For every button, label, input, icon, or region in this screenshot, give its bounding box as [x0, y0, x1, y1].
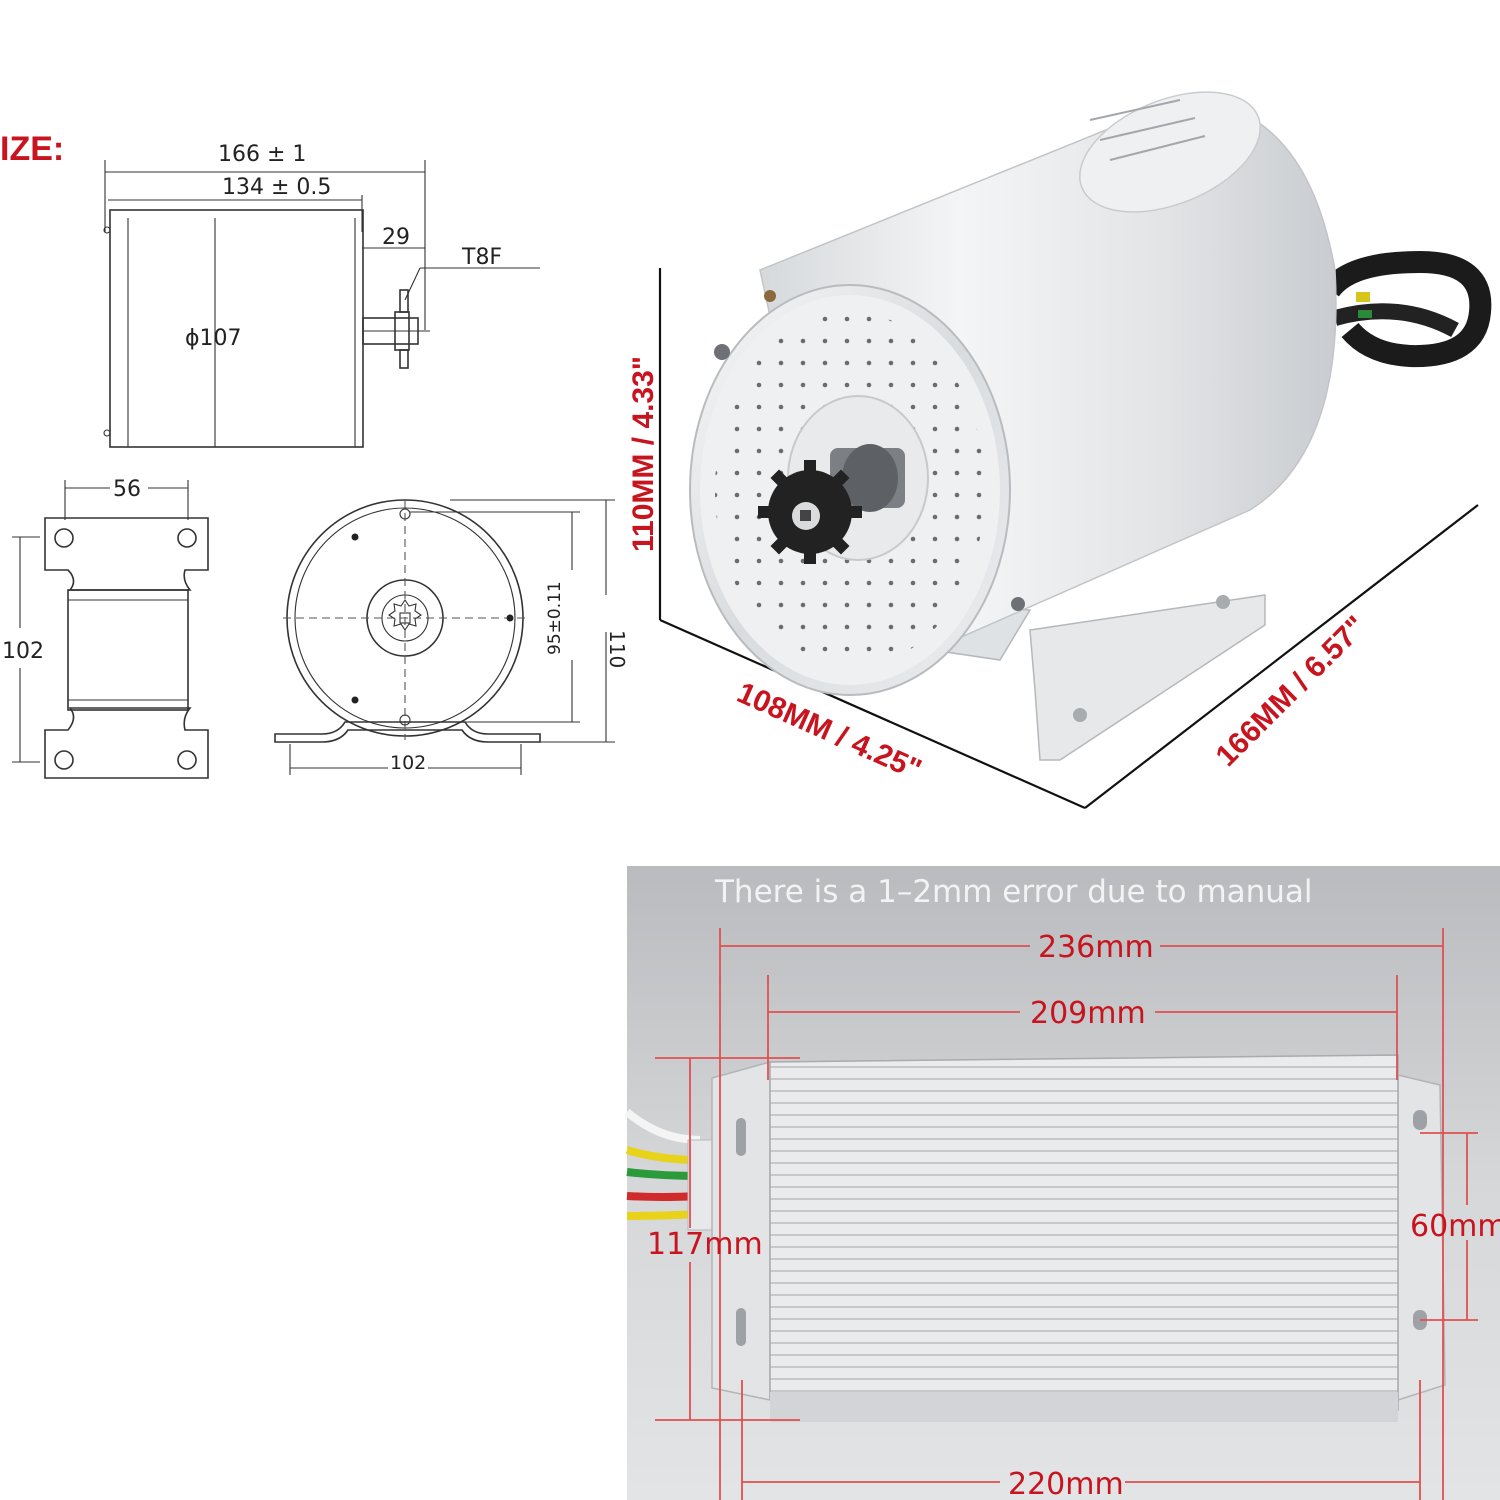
- controller-photo: There is a 1–2mm error due to manual 236…: [624, 866, 1500, 1500]
- body-length-dim: 134 ± 0.5: [222, 175, 331, 200]
- hole-spacing-dim: 56: [113, 477, 141, 502]
- top-view-drawing: 56 102: [2, 477, 209, 779]
- diameter-dim: ϕ107: [185, 326, 242, 351]
- overall-width-dim: 236mm: [1038, 930, 1154, 965]
- mount-length-dim: 102: [2, 639, 44, 664]
- body-width-dim: 209mm: [1030, 996, 1146, 1031]
- shaft-length-dim: 29: [382, 225, 410, 250]
- motor-height-label: 110MM / 4.33": [627, 356, 660, 552]
- front-view-drawing: 102 95±0.11 110: [274, 499, 629, 775]
- base-width-dim: 102: [390, 752, 426, 774]
- height-dim: 110: [605, 630, 629, 668]
- side-view-drawing: 166 ± 1 134 ± 0.5 29 T8F ϕ107: [103, 142, 540, 448]
- overall-length-dim: 166 ± 1: [218, 142, 306, 167]
- base-width-dim-controller: 220mm: [1008, 1467, 1124, 1500]
- motor-photo: 110MM / 4.33" 108MM / 4.25" 166MM / 6.57…: [627, 91, 1492, 810]
- sprocket-label: T8F: [461, 245, 502, 270]
- size-heading: IZE:: [0, 130, 64, 168]
- sprocket-icon: [758, 460, 862, 564]
- hole-spacing-dim-controller: 60mm: [1410, 1209, 1500, 1244]
- controller-height-dim: 117mm: [647, 1227, 763, 1262]
- bolt-circle-dim: 95±0.11: [545, 581, 565, 655]
- manual-error-note: There is a 1–2mm error due to manual: [714, 874, 1313, 910]
